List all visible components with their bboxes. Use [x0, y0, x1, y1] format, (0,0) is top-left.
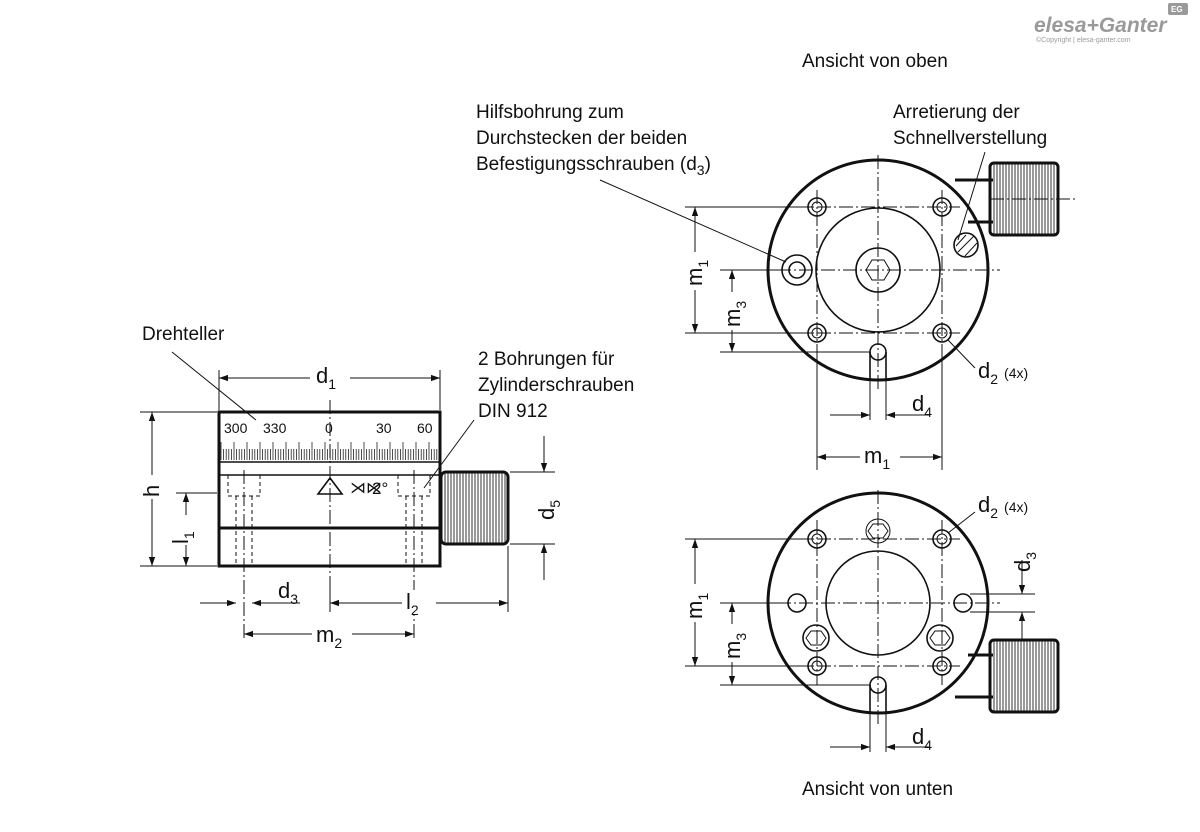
- hex-socket-icon: [865, 259, 891, 281]
- dim-d2-bottom: d2(4x): [978, 492, 1028, 521]
- brand-copyright: ©Copyright | elesa-ganter.com: [1036, 36, 1131, 44]
- dim-d1: d1: [316, 363, 336, 392]
- dim-m1-horizontal: m1: [864, 443, 890, 472]
- bottom-view-dimensions: m1 m3 d2(4x) d3 d4: [682, 492, 1039, 753]
- scale-label: 0: [325, 420, 333, 436]
- side-view: 300 330 0 30 60 ⋊⋉ 2°: [217, 400, 510, 640]
- brand-name: elesa+Ganter: [1034, 14, 1168, 37]
- angle-symbol: ⋊⋉: [350, 480, 382, 497]
- lock-screw-icon: [953, 232, 979, 258]
- label-hilfsbohrung-line2: Durchstecken der beiden: [476, 128, 687, 149]
- brand-logo: elesa+Ganter EG ©Copyright | elesa-gante…: [1034, 3, 1188, 44]
- bottom-view: [755, 490, 1060, 725]
- top-view-dimensions: m1 m3 d2(4x) d4 m1: [682, 206, 1028, 472]
- dim-l1: l1: [168, 531, 197, 544]
- dim-m1-bottom: m1: [682, 593, 711, 619]
- dim-h: h: [139, 485, 164, 497]
- angle-scale: 300 330 0 30 60: [220, 420, 438, 460]
- knurled-knob-bottom: [988, 638, 1060, 714]
- dim-m3-top: m3: [720, 301, 749, 327]
- label-bohrungen-line3: DIN 912: [478, 401, 548, 422]
- scale-label: 60: [417, 420, 433, 436]
- label-arretierung-line2: Schnellverstellung: [893, 128, 1047, 149]
- label-arretierung-line1: Arretierung der: [893, 102, 1020, 123]
- cap-screws: [802, 518, 954, 652]
- hidden-bore-left: [227, 470, 261, 640]
- dim-d3: d3: [278, 578, 298, 607]
- dim-m2: m2: [316, 622, 342, 651]
- dim-d4-top: d4: [912, 391, 932, 420]
- side-view-dimensions: d1 h l1 d3 l2 m2 d5: [139, 362, 563, 651]
- bore-d3-right: [953, 593, 973, 613]
- scale-label: 30: [376, 420, 392, 436]
- top-view: [755, 155, 1075, 390]
- dim-d5: d5: [534, 500, 563, 520]
- dim-d3-bottom: d3: [1010, 552, 1039, 572]
- label-bohrungen-line2: Zylinderschrauben: [478, 375, 634, 396]
- dim-m1-top: m1: [682, 260, 711, 286]
- center-bore: [825, 550, 931, 656]
- bottom-view-title: Ansicht von unten: [802, 779, 953, 800]
- angle-value: 2°: [372, 479, 388, 498]
- bore-d3-left: [787, 593, 807, 613]
- label-hilfsbohrung-line1: Hilfsbohrung zum: [476, 102, 624, 123]
- label-hilfsbohrung-line3: Befestigungsschrauben (d3): [476, 154, 711, 178]
- knurled-knob: [439, 470, 510, 546]
- index-triangle-icon: [316, 476, 344, 495]
- dim-d4-bottom: d4: [912, 724, 932, 753]
- top-view-title: Ansicht von oben: [802, 51, 948, 72]
- label-drehteller: Drehteller: [142, 324, 225, 345]
- brand-badge: EG: [1171, 5, 1183, 14]
- label-bohrungen-line1: 2 Bohrungen für: [478, 349, 615, 370]
- dim-d2-top: d2(4x): [978, 358, 1028, 387]
- scale-label: 330: [263, 420, 287, 436]
- dim-m3-bottom: m3: [720, 633, 749, 659]
- brand-badge-icon: [1168, 3, 1188, 15]
- scale-label: 300: [224, 420, 248, 436]
- dim-l2: l2: [406, 589, 419, 618]
